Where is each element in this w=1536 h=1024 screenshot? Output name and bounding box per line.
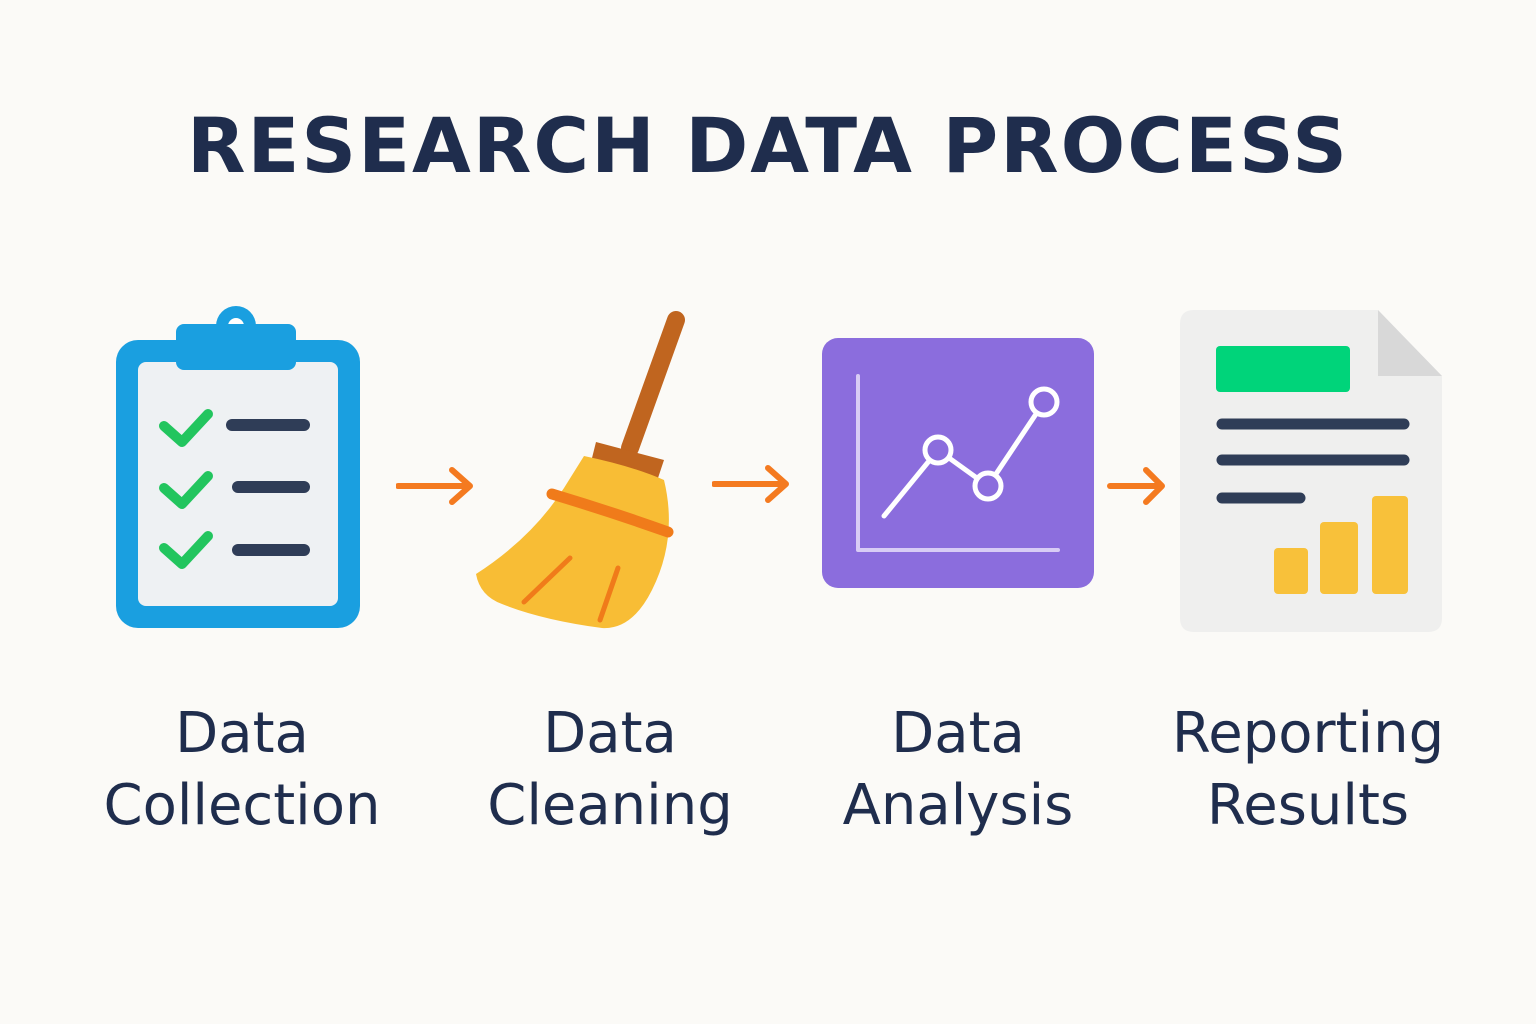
- step-label-data-cleaning: Data Cleaning: [430, 698, 790, 842]
- step-label-line2: Analysis: [842, 773, 1074, 838]
- step-label-line1: Data: [543, 701, 677, 766]
- step-label-line2: Cleaning: [487, 773, 733, 838]
- arrow-right-icon: [712, 465, 789, 503]
- step-label-line2: Results: [1206, 773, 1410, 838]
- step-label-line1: Data: [891, 701, 1025, 766]
- line-chart-icon: [822, 338, 1094, 588]
- broom-icon: [472, 308, 694, 634]
- step-label-reporting-results: Reporting Results: [1128, 698, 1488, 842]
- clipboard-checklist-icon: [112, 298, 364, 634]
- arrow-right-icon: [396, 467, 473, 505]
- step-label-data-analysis: Data Analysis: [778, 698, 1138, 842]
- arrow-right-icon: [1107, 467, 1165, 505]
- report-document-icon: [1180, 308, 1444, 634]
- step-label-data-collection: Data Collection: [62, 698, 422, 842]
- step-label-line2: Collection: [103, 773, 381, 838]
- step-label-line1: Data: [175, 701, 309, 766]
- page-title: RESEARCH DATA PROCESS: [186, 101, 1350, 190]
- step-label-line1: Reporting: [1171, 701, 1445, 766]
